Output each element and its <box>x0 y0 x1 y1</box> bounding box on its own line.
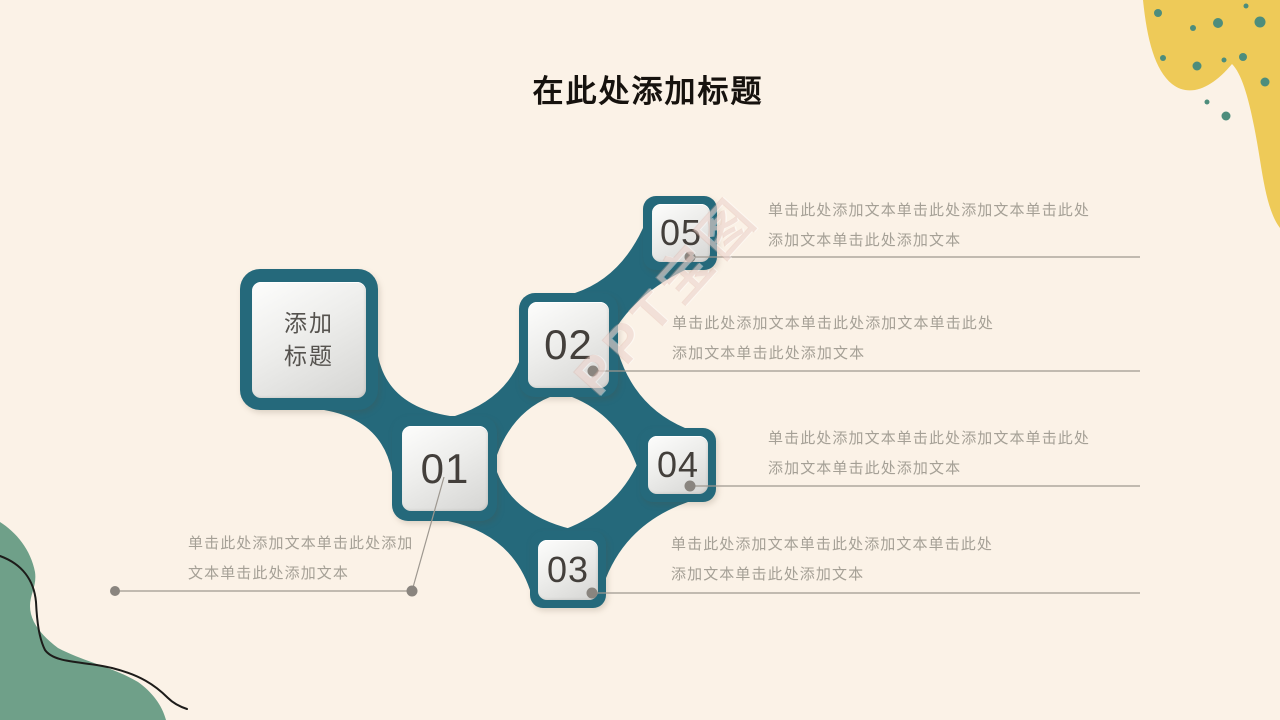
text-block-03-line1: 单击此处添加文本单击此处添加文本单击此处 <box>671 536 994 553</box>
text-block-02-line2: 添加文本单击此处添加文本 <box>672 345 866 362</box>
yellow-blob-shape <box>1143 0 1280 228</box>
green-blob-shape <box>0 522 166 720</box>
node-04-number: 04 <box>656 444 700 485</box>
node-04-inner: 04 <box>648 436 708 494</box>
node-02-number: 02 <box>544 321 593 368</box>
text-block-bottom-left-line1: 单击此处添加文本单击此处添加 <box>188 535 414 552</box>
node-03-inner: 03 <box>538 540 598 600</box>
node-01-number: 01 <box>420 444 470 492</box>
node-03-box[interactable]: 03 <box>530 531 606 608</box>
node-04-box[interactable]: 04 <box>640 428 716 502</box>
confetti-dots <box>1154 3 1270 121</box>
text-block-05[interactable]: 单击此处添加文本单击此处添加文本单击此处 添加文本单击此处添加文本 <box>768 196 1090 256</box>
page-title[interactable]: 在此处添加标题 <box>532 74 764 109</box>
node-02-inner: 02 <box>528 302 609 388</box>
node-01-inner: 01 <box>402 426 488 511</box>
node-05-inner: 05 <box>652 204 710 262</box>
center-title-line1: 添加 <box>284 310 334 336</box>
center-title-box[interactable]: 添加 标题 <box>240 269 378 410</box>
text-block-04-line2: 添加文本单击此处添加文本 <box>768 460 962 477</box>
text-block-03-line2: 添加文本单击此处添加文本 <box>671 566 865 583</box>
node-05-box[interactable]: 05 <box>643 196 717 270</box>
node-01-box[interactable]: 01 <box>392 416 497 521</box>
center-title-box-inner: 添加 标题 <box>252 282 366 398</box>
text-block-bottom-left[interactable]: 单击此处添加文本单击此处添加 文本单击此处添加文本 <box>188 529 413 589</box>
text-block-05-line2: 添加文本单击此处添加文本 <box>768 232 962 249</box>
text-block-03[interactable]: 单击此处添加文本单击此处添加文本单击此处 添加文本单击此处添加文本 <box>671 530 993 590</box>
center-title-line2: 标题 <box>284 343 334 369</box>
text-block-04-line1: 单击此处添加文本单击此处添加文本单击此处 <box>768 430 1091 447</box>
text-block-02-line1: 单击此处添加文本单击此处添加文本单击此处 <box>672 315 995 332</box>
node-05-number: 05 <box>659 212 703 253</box>
text-block-05-line1: 单击此处添加文本单击此处添加文本单击此处 <box>768 202 1091 219</box>
text-block-04[interactable]: 单击此处添加文本单击此处添加文本单击此处 添加文本单击此处添加文本 <box>768 424 1090 484</box>
node-03-number: 03 <box>546 549 590 590</box>
text-block-02[interactable]: 单击此处添加文本单击此处添加文本单击此处 添加文本单击此处添加文本 <box>672 309 994 369</box>
node-02-box[interactable]: 02 <box>519 293 618 397</box>
decorative-curve-line <box>0 555 188 710</box>
text-block-bottom-left-line2: 文本单击此处添加文本 <box>188 565 350 582</box>
